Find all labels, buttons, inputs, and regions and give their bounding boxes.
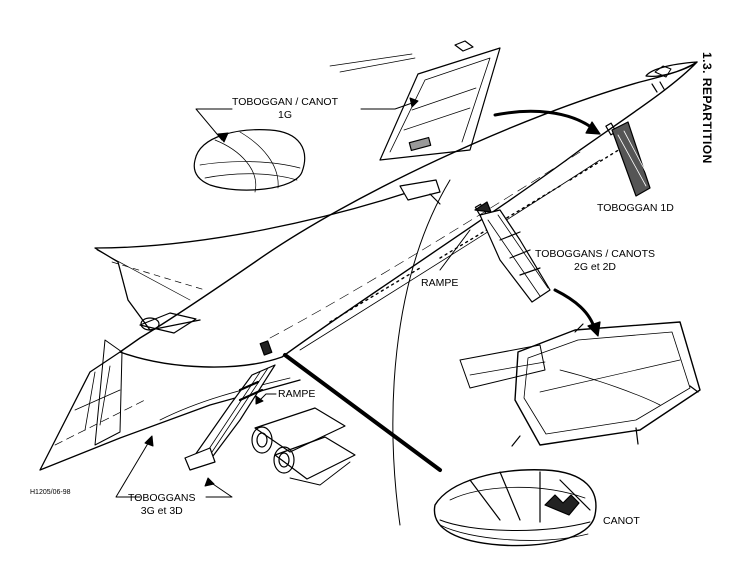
slide-raft-2g2d-illustration [474, 201, 551, 303]
aircraft-engines-near [251, 407, 356, 486]
label-rampe-lower: RAMPE [278, 388, 315, 401]
section-title: 1.3. REPARTITION [700, 52, 730, 292]
label-canot-text: CANOT [603, 515, 640, 527]
label-toboggans-3g3d-line1: TOBOGGANS [128, 492, 196, 504]
label-rampe-upper: RAMPE [421, 277, 458, 290]
label-toboggans-canots-2g2d: TOBOGGANS / CANOTS 2G et 2D [535, 248, 655, 274]
label-toboggan-canot-1g: TOBOGGAN / CANOT 1G [232, 96, 338, 122]
slide-3g3d-illustration [184, 364, 276, 471]
label-canot: CANOT [603, 515, 640, 528]
arrow-1g [493, 109, 597, 132]
label-toboggan-canot-1g-line2: 1G [277, 109, 292, 121]
section-title-text: 1.3. REPARTITION [700, 52, 714, 164]
aircraft-wing-far [94, 184, 431, 334]
slide-1d-illustration [611, 121, 651, 197]
label-toboggan-1d-text: TOBOGGAN 1D [597, 202, 674, 214]
label-toboggans-3g3d: TOBOGGANS 3G et 3D [128, 492, 196, 518]
door-1g-stub [399, 179, 441, 205]
slide-raft-1g-illustration [329, 40, 501, 161]
aircraft-wing-near [39, 339, 301, 471]
detail-callout-arc [392, 179, 451, 526]
label-leaders [115, 97, 471, 498]
raft-2g2d-deployed [459, 321, 701, 447]
label-rampe-upper-text: RAMPE [421, 277, 459, 289]
label-toboggan-1d: TOBOGGAN 1D [597, 202, 674, 215]
raft-pack-1g [193, 129, 306, 193]
label-toboggans-canots-2g2d-line1: TOBOGGANS / CANOTS [535, 248, 655, 260]
label-toboggans-3g3d-line2: 3G et 3D [140, 505, 183, 517]
canot-illustration [433, 469, 597, 547]
label-rampe-lower-text: RAMPE [278, 388, 316, 400]
canot-pointer-line [283, 353, 442, 472]
label-toboggans-canots-2g2d-line2: 2G et 2D [573, 261, 617, 273]
aircraft-fuselage [119, 61, 698, 368]
label-toboggan-canot-1g-line1: TOBOGGAN / CANOT [232, 96, 338, 108]
arrow-2g2d [553, 288, 597, 332]
figure-reference: H1205/06-98 [30, 489, 71, 496]
